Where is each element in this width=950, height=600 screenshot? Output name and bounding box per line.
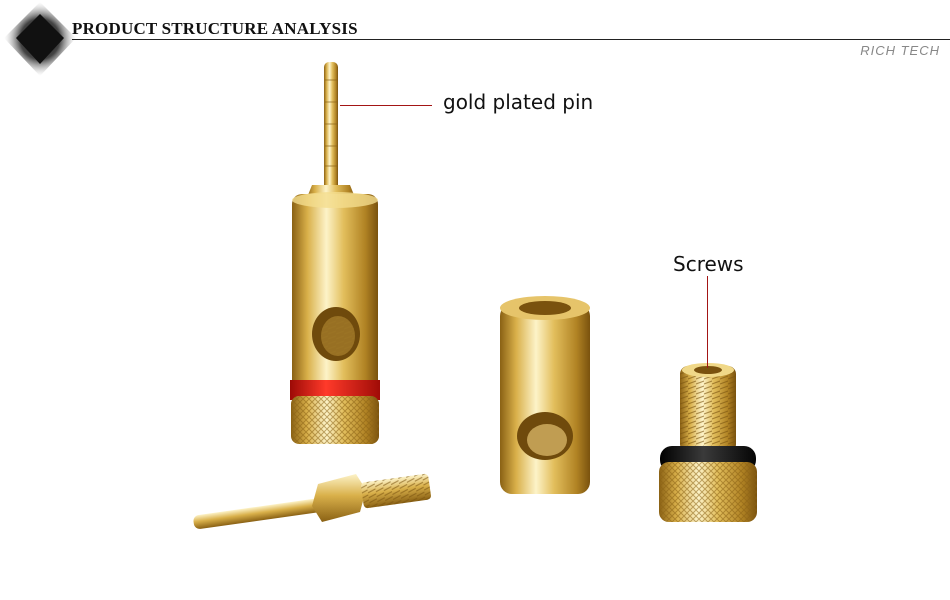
diamond-logo-icon (4, 2, 76, 76)
red-insulator-ring (290, 380, 380, 400)
loose-hex-nut (312, 474, 366, 522)
page-header: PRODUCT STRUCTURE ANALYSIS RICH TECH (0, 0, 950, 80)
banana-plug-assembly (290, 62, 380, 444)
gold-sleeve (500, 296, 590, 494)
pin-leader-line (340, 105, 432, 106)
brand-text: RICH TECH (860, 43, 940, 58)
loose-pin-shaft (193, 497, 333, 529)
gold-pin-shaft (324, 62, 338, 192)
loose-pin-assembly (193, 473, 431, 529)
header-divider (72, 39, 950, 40)
page-title: PRODUCT STRUCTURE ANALYSIS (72, 19, 358, 38)
screw-leader-line (707, 276, 708, 368)
screw-assembly (659, 363, 757, 522)
gold-plated-pin-label: gold plated pin (443, 90, 594, 114)
screws-label: Screws (673, 252, 744, 276)
